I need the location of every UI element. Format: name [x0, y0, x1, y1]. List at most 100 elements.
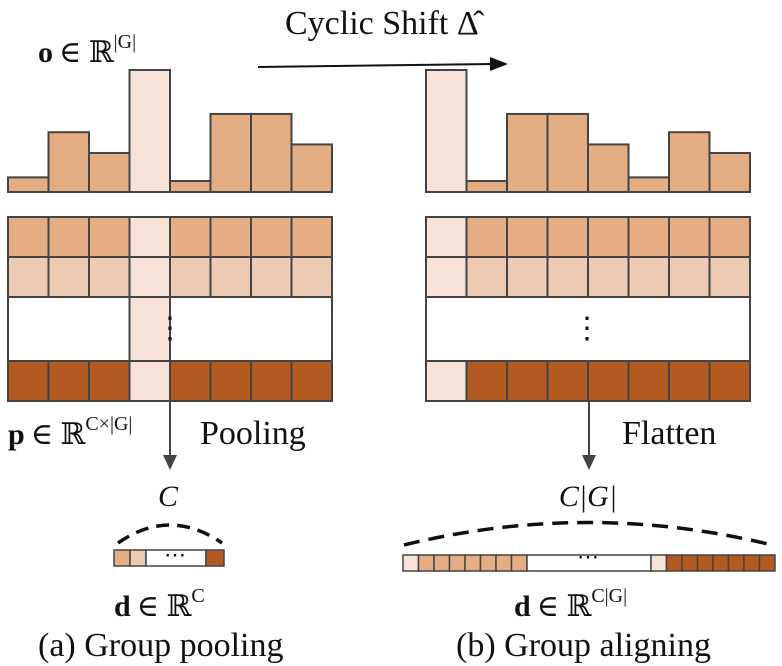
d-vector-label-right: d∈ ℝC|G| [514, 585, 627, 623]
matrix-cell [465, 256, 508, 298]
histogram-bar [546, 112, 589, 193]
d-cell [665, 554, 683, 572]
flatten-label: Flatten [622, 415, 716, 452]
matrix-cell [627, 360, 670, 402]
matrix-right [425, 216, 751, 402]
matrix-cell [290, 216, 333, 258]
pooling-arrow-head [163, 455, 177, 470]
matrix-cell [587, 256, 630, 298]
histogram-bar [627, 176, 670, 194]
histogram-right [425, 69, 751, 194]
matrix-cell [546, 360, 589, 402]
matrix-cell [708, 256, 751, 298]
matrix-cell [88, 216, 131, 258]
cyclic-shift-label: Cyclic Shift Δ̂ [285, 5, 485, 42]
d-cell [464, 554, 482, 572]
matrix-cell [708, 216, 751, 258]
matrix-cell [47, 216, 90, 258]
d-cell [758, 554, 776, 572]
histogram-bar [290, 143, 333, 193]
matrix-cell [668, 216, 711, 258]
cyclic-shift-arrow-line [257, 63, 495, 68]
c-width-label-right: C|G| [559, 480, 617, 513]
matrix-cell [668, 256, 711, 298]
matrix-cell [209, 256, 252, 298]
matrix-cell [7, 360, 50, 402]
matrix-cell [7, 256, 50, 298]
matrix-cell [290, 360, 333, 402]
matrix-cell [587, 360, 630, 402]
matrix-highlight-column-gap [128, 296, 171, 362]
d-cell [681, 554, 699, 572]
d-cell [433, 554, 451, 572]
histogram-bar [465, 180, 508, 194]
d-cell [129, 549, 147, 567]
matrix-cell [587, 216, 630, 258]
c-width-label-left: C [158, 480, 179, 513]
histogram-bar [169, 180, 212, 194]
matrix-cell [47, 360, 90, 402]
matrix-cell [708, 360, 751, 402]
histogram-bar [250, 112, 293, 193]
histogram-bar [88, 151, 131, 194]
histogram-bar [587, 143, 630, 193]
matrix-cell [128, 216, 171, 258]
ellipsis-vertical-right: ⋮ [572, 312, 602, 345]
matrix-cell [546, 216, 589, 258]
matrix-cell [209, 216, 252, 258]
caption-b: (b) Group aligning [456, 627, 711, 664]
matrix-cell [425, 360, 468, 402]
d-cell [510, 554, 528, 572]
ellipsis-horizontal-right: ⋯ [577, 544, 599, 569]
matrix-cell [627, 256, 670, 298]
matrix-cell [169, 216, 212, 258]
matrix-cell [425, 256, 468, 298]
matrix-cell [128, 360, 171, 402]
brace-left [117, 523, 223, 545]
d-vector-right [402, 554, 776, 572]
matrix-left [7, 216, 333, 402]
matrix-ellipsis-row [425, 296, 751, 362]
d-cell [417, 554, 435, 572]
matrix-cell [169, 256, 212, 298]
d-vector-label-left: d∈ ℝC [114, 585, 205, 623]
o-vector-label: o∈ ℝ|G| [38, 31, 136, 69]
d-cell [743, 554, 761, 572]
d-cell [650, 554, 668, 572]
matrix-cell [88, 256, 131, 298]
d-cell [495, 554, 513, 572]
histogram-bar [47, 131, 90, 193]
d-cell [696, 554, 714, 572]
matrix-cell [209, 360, 252, 402]
ellipsis-vertical-left: ⋮ [155, 312, 185, 345]
d-cell [727, 554, 745, 572]
matrix-cell [169, 360, 212, 402]
d-cell [712, 554, 730, 572]
cyclic-shift-arrow-head [490, 57, 508, 71]
histogram-left [7, 69, 333, 194]
matrix-cell [668, 360, 711, 402]
matrix-cell [250, 256, 293, 298]
matrix-cell [465, 360, 508, 402]
ellipsis-horizontal-left: ⋯ [164, 542, 186, 567]
histogram-bar [506, 112, 549, 193]
pooling-label: Pooling [200, 415, 306, 452]
matrix-cell [88, 360, 131, 402]
d-cell [402, 554, 420, 572]
flatten-arrow-head [582, 455, 596, 470]
brace-right [403, 520, 773, 547]
matrix-cell [7, 216, 50, 258]
histogram-bar [7, 176, 50, 194]
p-vector-label: p∈ ℝC×|G| [8, 413, 132, 451]
d-cell [448, 554, 466, 572]
matrix-cell [425, 216, 468, 258]
d-cell [205, 549, 225, 567]
d-cell [113, 549, 131, 567]
histogram-bar [128, 69, 171, 193]
d-cell [479, 554, 497, 572]
matrix-cell [250, 216, 293, 258]
histogram-bar [668, 131, 711, 193]
matrix-cell [128, 256, 171, 298]
histogram-bar [708, 151, 751, 194]
